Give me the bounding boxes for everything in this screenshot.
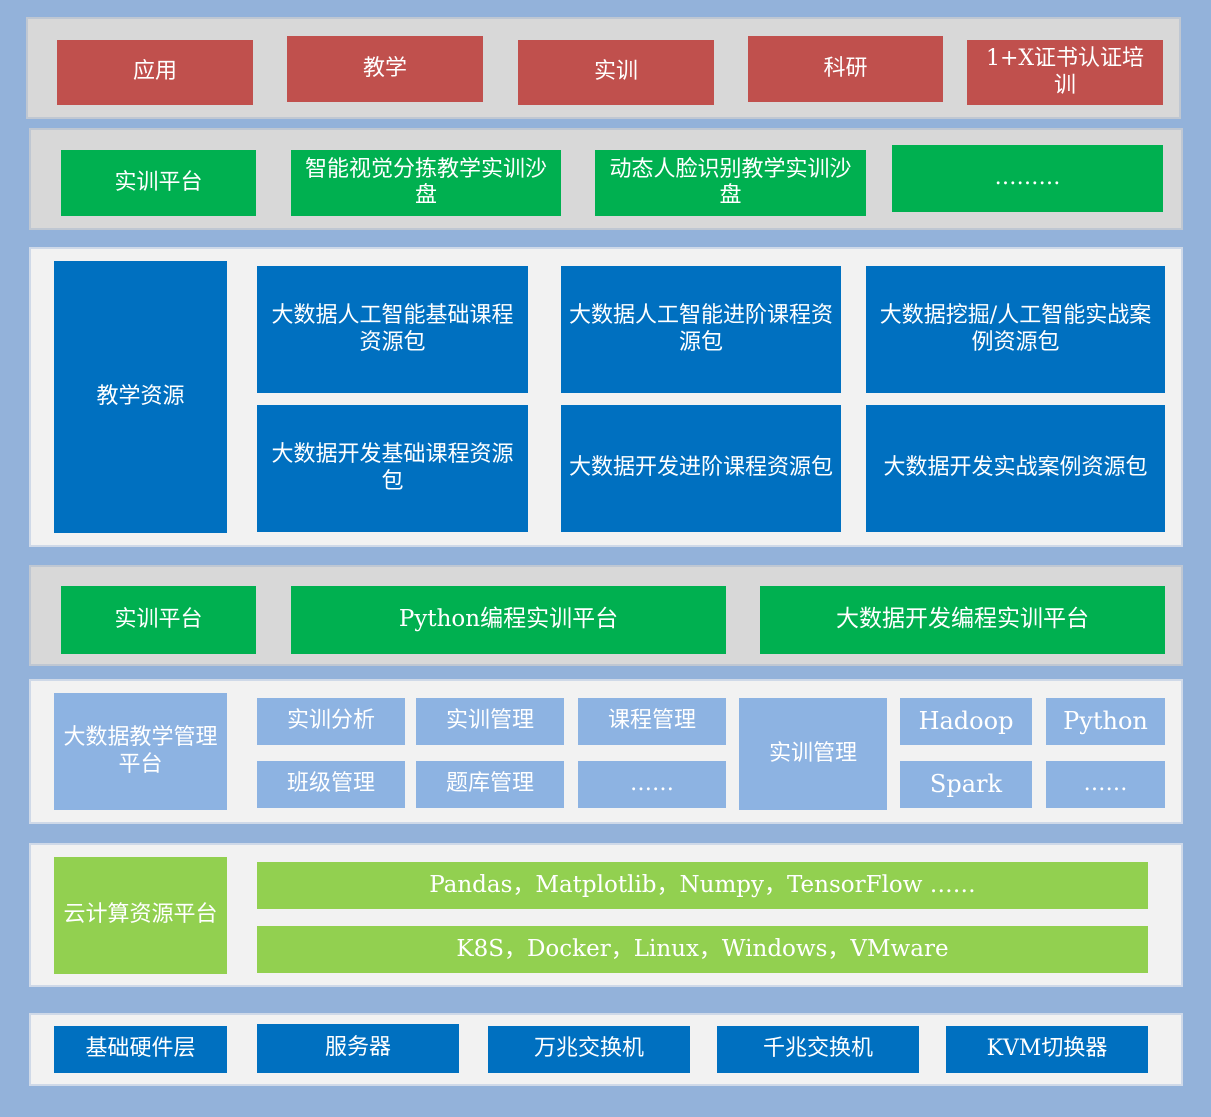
training-management-center: 实训管理 (739, 698, 887, 810)
cloud-infrastructure-software: K8S，Docker，Linux，Windows，VMware (257, 926, 1148, 973)
resource-ai-basic: 大数据人工智能基础课程资源包 (257, 266, 528, 393)
cloud-python-libraries: Pandas，Matplotlib，Numpy，TensorFlow …… (257, 862, 1148, 909)
bigdata-dev-training-platform: 大数据开发编程实训平台 (760, 586, 1165, 654)
tech-spark: Spark (900, 761, 1032, 808)
teaching-resources-label: 教学资源 (54, 261, 227, 533)
resource-dev-basic: 大数据开发基础课程资源包 (257, 405, 528, 532)
mgmt-class-management: 班级管理 (257, 761, 405, 808)
resource-mining-ai-cases: 大数据挖掘/人工智能实战案例资源包 (866, 266, 1165, 393)
tech-more: …… (1046, 761, 1165, 808)
sandbox-more: ……… (892, 145, 1163, 212)
resource-dev-cases: 大数据开发实战案例资源包 (866, 405, 1165, 532)
app-box-teaching: 教学 (287, 36, 483, 102)
app-box-training: 实训 (518, 40, 714, 105)
mgmt-course-management: 课程管理 (578, 698, 726, 745)
app-box-application: 应用 (57, 40, 253, 105)
tech-hadoop: Hadoop (900, 698, 1032, 745)
tech-python: Python (1046, 698, 1165, 745)
sandbox-face-recognition: 动态人脸识别教学实训沙盘 (595, 150, 866, 216)
hardware-layer-label: 基础硬件层 (54, 1026, 227, 1073)
sandbox-visual-sorting: 智能视觉分拣教学实训沙盘 (291, 150, 561, 216)
resource-ai-advanced: 大数据人工智能进阶课程资源包 (561, 266, 841, 393)
hardware-10g-switch: 万兆交换机 (488, 1026, 690, 1073)
hardware-server: 服务器 (257, 1024, 459, 1073)
resource-dev-advanced: 大数据开发进阶课程资源包 (561, 405, 841, 532)
hardware-kvm-switch: KVM切换器 (946, 1026, 1148, 1073)
hardware-1g-switch: 千兆交换机 (717, 1026, 919, 1073)
app-box-research: 科研 (748, 36, 943, 102)
mgmt-training-analysis: 实训分析 (257, 698, 405, 745)
mgmt-more: …… (578, 761, 726, 808)
python-training-platform: Python编程实训平台 (291, 586, 726, 654)
cloud-platform-label: 云计算资源平台 (54, 857, 227, 974)
mgmt-question-bank: 题库管理 (416, 761, 564, 808)
mgmt-training-management: 实训管理 (416, 698, 564, 745)
management-platform-label: 大数据教学管理平台 (54, 693, 227, 810)
training-platform-label-2: 实训平台 (61, 586, 256, 654)
app-box-1x-certification: 1+X证书认证培训 (967, 40, 1163, 105)
training-platform-label: 实训平台 (61, 150, 256, 216)
